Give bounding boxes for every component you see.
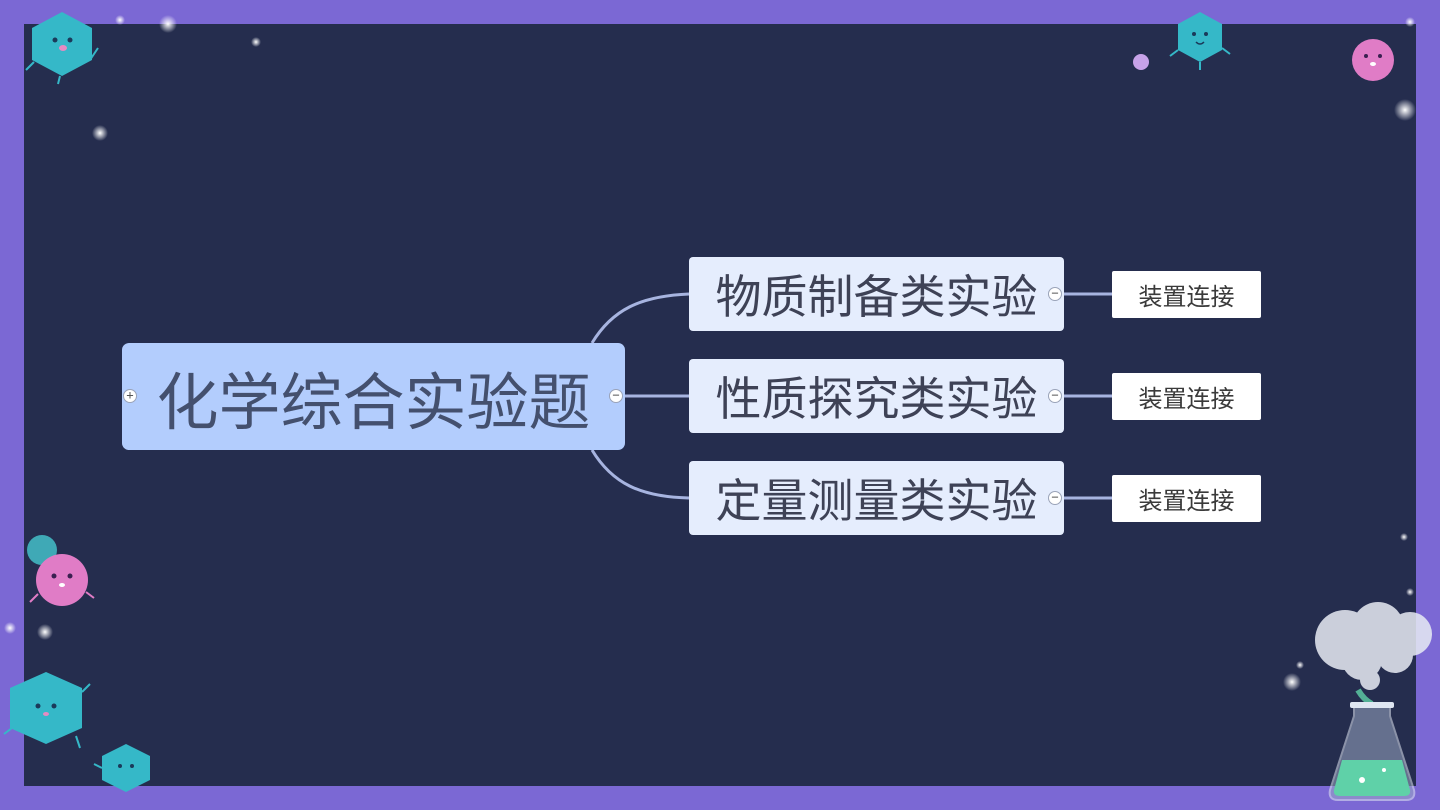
root-node[interactable]: 化学综合实验题 bbox=[122, 343, 625, 450]
leaf-label: 装置连接 bbox=[1138, 487, 1235, 515]
collapse-icon[interactable]: − bbox=[1048, 491, 1062, 505]
connector-branch-3 bbox=[590, 449, 690, 500]
pink-ball-creature-left bbox=[27, 535, 95, 606]
root-label: 化学综合实验题 bbox=[156, 365, 591, 439]
branch-label: 物质制备类实验 bbox=[715, 270, 1038, 324]
expand-icon[interactable]: + bbox=[123, 389, 137, 403]
teal-hexagon-creature-top-right bbox=[1169, 12, 1231, 70]
leaf-label: 装置连接 bbox=[1138, 385, 1235, 413]
branch-node-1[interactable]: 物质制备类实验 bbox=[689, 257, 1064, 331]
leaf-node-1[interactable]: 装置连接 bbox=[1112, 271, 1261, 318]
branch-node-2[interactable]: 性质探究类实验 bbox=[689, 359, 1064, 433]
collapse-icon[interactable]: − bbox=[1048, 287, 1062, 301]
teal-hexagon-creature-bottom-left bbox=[3, 672, 91, 749]
lavender-dot bbox=[1133, 54, 1149, 70]
branch-label: 性质探究类实验 bbox=[715, 372, 1038, 426]
leaf-node-3[interactable]: 装置连接 bbox=[1112, 475, 1261, 522]
branch-node-3[interactable]: 定量测量类实验 bbox=[689, 461, 1064, 535]
branch-label: 定量测量类实验 bbox=[715, 474, 1038, 528]
collapse-icon[interactable]: − bbox=[1048, 389, 1062, 403]
pink-ball-creature-top-right bbox=[1352, 39, 1394, 81]
teal-hexagon-creature-bottom bbox=[93, 744, 150, 792]
collapse-icon[interactable]: − bbox=[609, 389, 623, 403]
connector-branch-1 bbox=[590, 292, 690, 344]
teal-hexagon-creature-top-left bbox=[25, 12, 99, 85]
leaf-label: 装置连接 bbox=[1138, 283, 1235, 311]
erlenmeyer-flask-with-smoke bbox=[1315, 602, 1432, 801]
sparkle-stars bbox=[4, 15, 1416, 691]
leaf-node-2[interactable]: 装置连接 bbox=[1112, 373, 1261, 420]
